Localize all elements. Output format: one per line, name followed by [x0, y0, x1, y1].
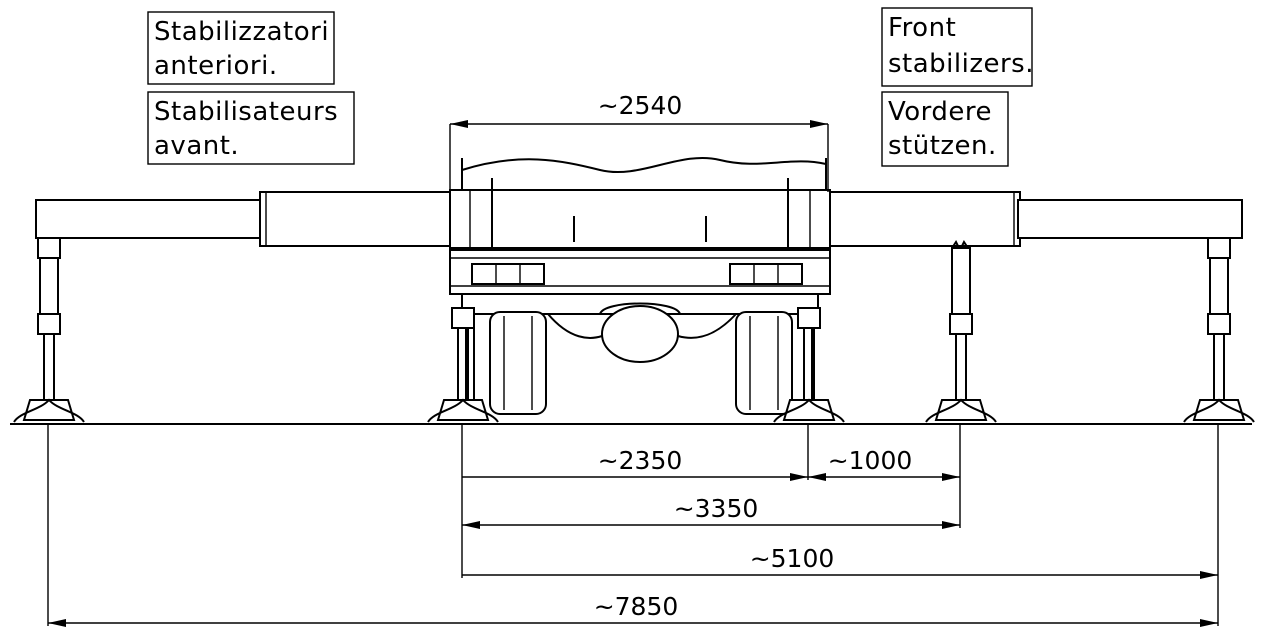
dimension-7850: ~7850: [48, 592, 1218, 627]
dimension-1000: ~1000: [808, 446, 960, 481]
stabilizer-leg-inner-right: [773, 307, 845, 423]
extension-lines: [47, 424, 1219, 626]
stabilizer-leg-far-right: [1183, 237, 1255, 423]
outrigger-beam-left: [35, 191, 453, 247]
dimension-truck-width: ~2540: [449, 91, 829, 192]
dimension-3350-label: ~3350: [674, 494, 759, 523]
dimension-truck-width-label: ~2540: [598, 91, 683, 120]
truck-rear-view: [449, 156, 831, 415]
dimension-5100-label: ~5100: [750, 544, 835, 573]
label-english-line2: stabilizers.: [888, 49, 1034, 79]
label-italian-line1: Stabilizzatori: [154, 17, 329, 47]
label-french: Stabilisateurs avant.: [147, 91, 355, 165]
outrigger-beam-right: [827, 191, 1243, 247]
label-english-line1: Front: [888, 13, 956, 43]
label-german: Vordere stützen.: [881, 91, 1009, 167]
label-italian-line2: anteriori.: [154, 51, 278, 81]
label-french-line2: avant.: [154, 131, 239, 161]
label-german-line1: Vordere: [888, 97, 992, 127]
label-french-line1: Stabilisateurs: [154, 97, 338, 127]
dimension-3350: ~3350: [462, 494, 960, 529]
stabilizer-leg-inner-left: [427, 307, 499, 423]
dimension-7850-label: ~7850: [594, 592, 679, 621]
dimension-2350-label: ~2350: [598, 446, 683, 475]
stabilizer-leg-mid-right: [925, 240, 997, 423]
dimension-1000-label: ~1000: [828, 446, 913, 475]
dimension-5100: ~5100: [462, 544, 1218, 579]
label-italian: Stabilizzatori anteriori.: [147, 11, 335, 85]
label-german-line2: stützen.: [888, 131, 997, 161]
label-english: Front stabilizers.: [881, 7, 1034, 87]
stabilizer-leg-far-left: [13, 237, 85, 423]
dimension-2350: ~2350: [462, 446, 808, 481]
